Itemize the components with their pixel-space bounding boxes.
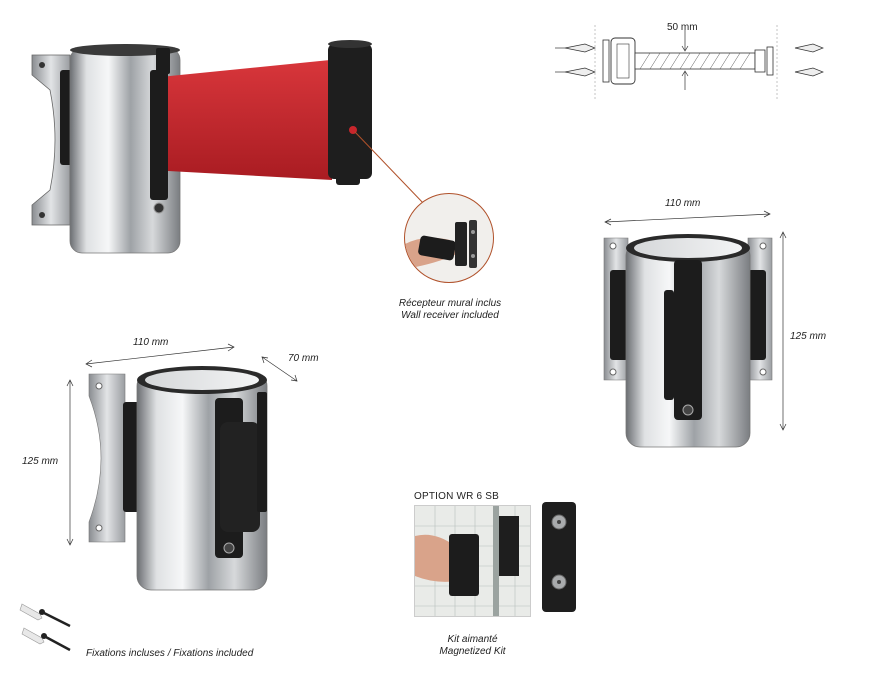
wall-receiver-inset bbox=[404, 193, 494, 283]
technical-diagram: 50 mm bbox=[555, 20, 855, 105]
front-height-label: 125 mm bbox=[790, 331, 827, 342]
side-depth-label: 70 mm bbox=[288, 353, 319, 364]
option-photo-magnet bbox=[538, 500, 580, 615]
diagram-width-label: 50 mm bbox=[667, 22, 698, 33]
option-caption-en: Magnetized Kit bbox=[439, 646, 506, 657]
receiver-caption-fr: Récepteur mural inclus bbox=[398, 298, 502, 309]
option-title: OPTION WR 6 SB bbox=[414, 491, 500, 502]
fixings-caption: Fixations incluses / Fixations included bbox=[86, 648, 254, 659]
product-photo-side-view bbox=[85, 362, 275, 594]
option-caption-fr: Kit aimanté bbox=[447, 634, 498, 645]
front-width-label: 110 mm bbox=[665, 198, 701, 209]
product-photo-belt-unit bbox=[20, 30, 380, 260]
option-photo-hand bbox=[414, 505, 531, 617]
receiver-caption-en: Wall receiver included bbox=[401, 310, 499, 321]
product-photo-front-view bbox=[598, 230, 778, 450]
fixings-photo bbox=[16, 598, 76, 653]
side-width-label: 110 mm bbox=[133, 337, 169, 348]
side-height-label: 125 mm bbox=[22, 456, 59, 467]
